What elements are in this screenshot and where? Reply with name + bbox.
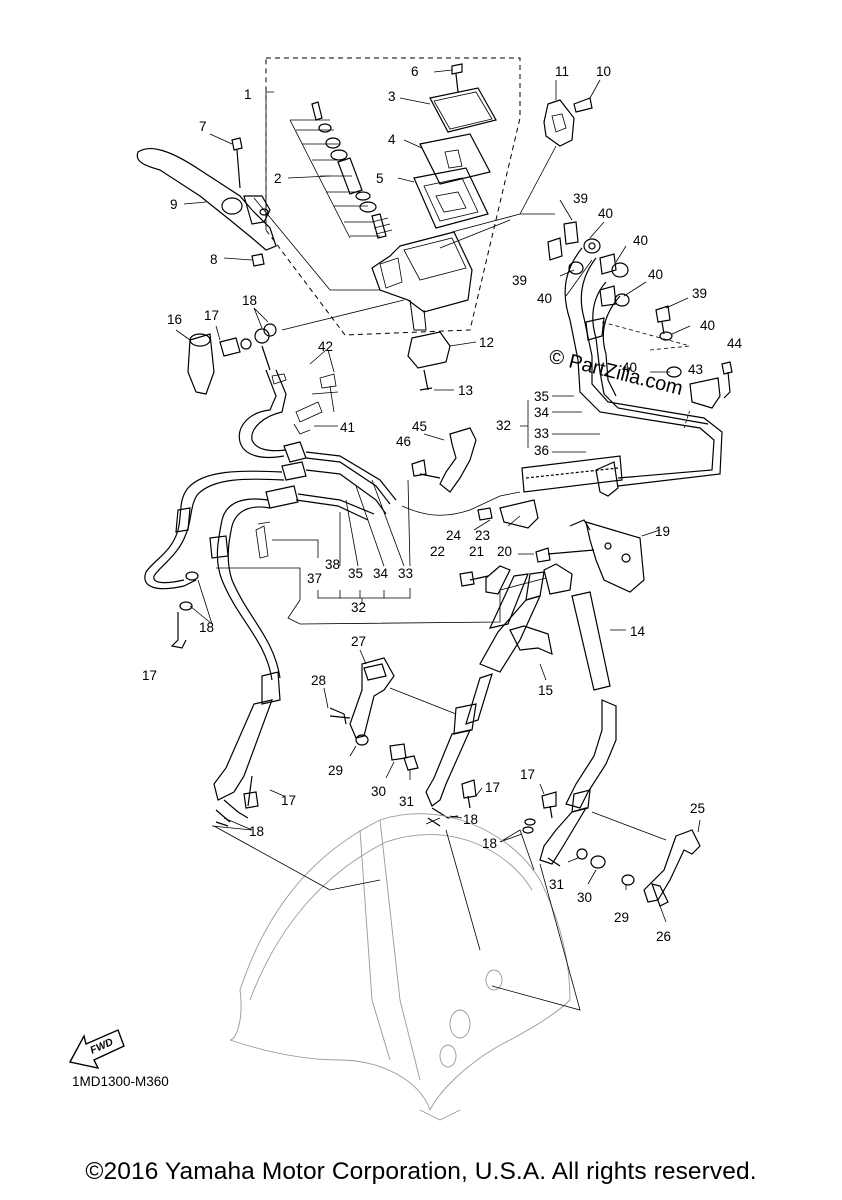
callout-12: 12 bbox=[479, 335, 494, 350]
callout-labels: 1 2 3 4 5 6 7 8 9 10 11 12 13 14 15 16 1… bbox=[142, 64, 743, 944]
callout-27: 27 bbox=[351, 634, 366, 649]
callout-17c: 17 bbox=[281, 793, 296, 808]
piston-kit bbox=[311, 101, 393, 239]
fork-hose-brackets bbox=[323, 649, 701, 923]
callout-4: 4 bbox=[388, 132, 396, 147]
cap-screw bbox=[451, 63, 463, 93]
hose-clamp-45 bbox=[411, 427, 477, 493]
callout-13: 13 bbox=[458, 383, 473, 398]
brake-switch bbox=[407, 331, 477, 391]
callout-30a: 30 bbox=[371, 784, 386, 799]
callout-10: 10 bbox=[596, 64, 611, 79]
callout-40e: 40 bbox=[700, 318, 715, 333]
callout-37: 37 bbox=[307, 571, 322, 586]
reservoir-cap bbox=[429, 87, 497, 133]
callout-18a: 18 bbox=[242, 293, 257, 308]
brake-hose-bundle-right bbox=[520, 199, 733, 497]
fwd-arrow: FWD bbox=[68, 1029, 125, 1069]
callout-31a: 31 bbox=[399, 794, 414, 809]
callout-33b: 33 bbox=[398, 566, 413, 581]
master-cylinder-body bbox=[371, 231, 473, 313]
callout-8: 8 bbox=[210, 252, 218, 267]
callout-44: 44 bbox=[727, 336, 743, 351]
callout-7: 7 bbox=[199, 119, 207, 134]
front-fender bbox=[229, 813, 571, 1121]
callout-39a: 39 bbox=[573, 191, 588, 206]
callout-40f: 40 bbox=[622, 360, 637, 375]
callout-32b: 32 bbox=[351, 600, 366, 615]
callout-18c: 18 bbox=[249, 824, 264, 839]
callout-35a: 35 bbox=[534, 389, 549, 404]
callout-32a: 32 bbox=[496, 418, 511, 433]
brake-hoses-left bbox=[144, 369, 397, 831]
callout-28: 28 bbox=[311, 673, 326, 688]
callout-31b: 31 bbox=[549, 877, 564, 892]
callout-43: 43 bbox=[688, 362, 703, 377]
callout-17a: 17 bbox=[204, 308, 219, 323]
hose-bracket-19 bbox=[459, 499, 661, 595]
callout-29a: 29 bbox=[328, 763, 343, 778]
callout-20: 20 bbox=[497, 544, 512, 559]
callout-34a: 34 bbox=[534, 405, 550, 420]
part-code: 1MD1300-M360 bbox=[72, 1074, 169, 1089]
callout-9: 9 bbox=[170, 197, 178, 212]
diaphragm bbox=[413, 167, 489, 229]
master-cylinder-group bbox=[265, 57, 555, 336]
callout-39b: 39 bbox=[512, 273, 527, 288]
callout-46: 46 bbox=[396, 434, 411, 449]
callout-24: 24 bbox=[446, 528, 462, 543]
callout-35b: 35 bbox=[348, 566, 363, 581]
callout-40d: 40 bbox=[537, 291, 552, 306]
callout-21: 21 bbox=[469, 544, 484, 559]
callout-33a: 33 bbox=[534, 426, 549, 441]
callout-29b: 29 bbox=[614, 910, 629, 925]
callout-40b: 40 bbox=[633, 233, 648, 248]
callout-39c: 39 bbox=[692, 286, 707, 301]
banjo-fitting-upper bbox=[175, 299, 405, 395]
callout-40a: 40 bbox=[598, 206, 613, 221]
callout-17b: 17 bbox=[142, 668, 157, 683]
callout-40c: 40 bbox=[648, 267, 663, 282]
callout-25: 25 bbox=[690, 801, 705, 816]
brake-hoses-right bbox=[425, 563, 626, 871]
callout-36: 36 bbox=[534, 443, 549, 458]
callout-3: 3 bbox=[388, 89, 396, 104]
callout-17e: 17 bbox=[520, 767, 535, 782]
callout-6: 6 bbox=[411, 64, 419, 79]
callout-15: 15 bbox=[538, 683, 553, 698]
callout-18b: 18 bbox=[199, 620, 214, 635]
callout-34b: 34 bbox=[373, 566, 389, 581]
callout-2: 2 bbox=[274, 171, 282, 186]
copyright-notice: ©2016 Yamaha Motor Corporation, U.S.A. A… bbox=[85, 1158, 757, 1185]
callout-11: 11 bbox=[555, 64, 569, 79]
callout-5: 5 bbox=[376, 171, 384, 186]
callout-45: 45 bbox=[412, 419, 427, 434]
callout-16: 16 bbox=[167, 312, 182, 327]
master-cylinder-boundary bbox=[265, 57, 521, 336]
hose-group-bracket bbox=[216, 349, 547, 625]
callout-26: 26 bbox=[656, 929, 671, 944]
brake-lever bbox=[136, 133, 380, 291]
callout-41: 41 bbox=[340, 420, 355, 435]
callout-38: 38 bbox=[325, 557, 340, 572]
callout-18d: 18 bbox=[463, 812, 478, 827]
callout-17d: 17 bbox=[485, 780, 500, 795]
callout-19: 19 bbox=[655, 524, 670, 539]
callout-30b: 30 bbox=[577, 890, 592, 905]
callout-42: 42 bbox=[318, 339, 333, 354]
callout-23: 23 bbox=[475, 528, 490, 543]
callout-22: 22 bbox=[430, 544, 445, 559]
callout-1: 1 bbox=[244, 87, 252, 102]
watermark: © PartZilla.com bbox=[547, 346, 685, 400]
callout-18e: 18 bbox=[482, 836, 497, 851]
fender-leader-lines bbox=[213, 825, 581, 1011]
callout-14: 14 bbox=[630, 624, 646, 639]
diaphragm-plate bbox=[419, 133, 491, 185]
lever-bracket bbox=[519, 79, 601, 215]
